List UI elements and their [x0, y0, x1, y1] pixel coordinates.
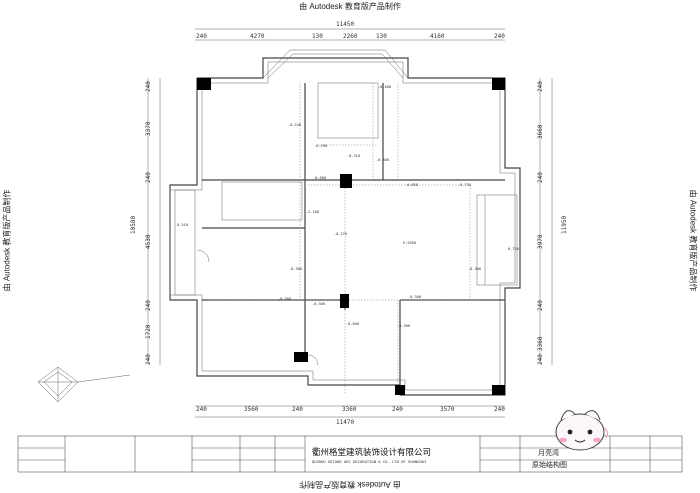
- mascot-sticker-icon: [555, 410, 609, 451]
- dim-top-7: 240: [494, 33, 505, 40]
- height-label: -0.248: [288, 123, 301, 127]
- dim-right-1: 240: [537, 81, 544, 92]
- dim-bottom-2: 3560: [244, 406, 259, 413]
- dim-right-2: 3660: [537, 124, 544, 139]
- dim-left-6: 1720: [145, 324, 152, 339]
- height-label: -0.300: [397, 324, 410, 328]
- height-label: -0.300: [376, 158, 389, 162]
- height-label: -0.400: [378, 85, 391, 89]
- drawing-title: 原始结构图: [532, 460, 567, 469]
- watermark-bottom: 由 Autodesk 教育版产品制作: [299, 480, 401, 489]
- watermark-right: 由 Autodesk 教育版产品制作: [688, 189, 698, 292]
- beam-lines: [208, 83, 480, 395]
- dim-bottom-5: 240: [392, 406, 403, 413]
- dim-left-total: 10580: [130, 216, 137, 234]
- company-name-en: QUZHOU GETANG ARC DECORATION & CO. LTD O…: [312, 459, 426, 464]
- company-name-cn: 衢州格堂建筑装饰设计有限公司: [312, 447, 431, 458]
- dim-right-5: 240: [537, 300, 544, 311]
- dim-bottom-1: 240: [196, 406, 207, 413]
- dim-top-1: 240: [196, 33, 207, 40]
- height-label: -0.730: [458, 183, 471, 187]
- watermark-top: 由 Autodesk 教育版产品制作: [299, 2, 401, 11]
- height-label: -2.100: [306, 210, 319, 214]
- dim-top-4: 2260: [343, 33, 358, 40]
- title-block: 衢州格堂建筑装饰设计有限公司 QUZHOU GETANG ARC DECORAT…: [17, 435, 683, 473]
- dim-left-1: 240: [145, 81, 152, 92]
- dim-left-7: 240: [145, 354, 152, 365]
- height-label: E:2950: [403, 241, 416, 245]
- dim-left-4: 4530: [145, 234, 152, 249]
- dimension-labels: 11450 240 4270 130 2260 130 4160 240 240…: [130, 21, 568, 426]
- height-label: -0.510: [175, 223, 188, 227]
- dim-top-2: 4270: [250, 33, 265, 40]
- dim-top-total: 11450: [336, 21, 354, 28]
- north-arrow-icon: [37, 366, 131, 403]
- structural-columns: [197, 78, 505, 395]
- project-name: 月亮湾: [538, 448, 559, 457]
- dim-left-2: 3370: [145, 121, 152, 136]
- height-label: -0.600: [346, 322, 359, 326]
- dim-bottom-3: 240: [292, 406, 303, 413]
- height-annotations: -0.248 -0.290 -0.310 -0.300 -0.600 -0.65…: [175, 85, 519, 328]
- height-label: -0.300: [408, 295, 421, 299]
- watermark-left: 由 Autodesk 教育版产品制作: [2, 189, 12, 292]
- dim-top-3: 130: [312, 33, 323, 40]
- dim-top-6: 4160: [430, 33, 445, 40]
- dim-right-6: 3360: [537, 336, 544, 351]
- dim-bottom-7: 240: [494, 406, 505, 413]
- dim-right-total: 11950: [561, 216, 568, 234]
- height-label: -0.300: [289, 267, 302, 271]
- dim-top-5: 130: [376, 33, 387, 40]
- dim-right-7: 240: [537, 354, 544, 365]
- height-label: -0.658: [405, 183, 418, 187]
- dim-bottom-4: 3360: [342, 406, 357, 413]
- dimension-lines: [147, 28, 553, 418]
- dim-bottom-6: 3570: [440, 406, 455, 413]
- height-label: 0.720: [508, 247, 519, 251]
- height-label: -0.600: [313, 176, 326, 180]
- dim-right-4: 3970: [537, 234, 544, 249]
- height-label: -0.310: [347, 154, 360, 158]
- height-label: -0.270: [334, 232, 347, 236]
- height-label: -0.300: [312, 302, 325, 306]
- height-label: -0.300: [468, 267, 481, 271]
- dim-right-3: 240: [537, 172, 544, 183]
- height-label: -0.290: [314, 144, 327, 148]
- dim-left-3: 240: [145, 172, 152, 183]
- height-label: -0.300: [278, 297, 291, 301]
- dim-left-5: 240: [145, 300, 152, 311]
- dim-bottom-total: 11470: [336, 419, 354, 426]
